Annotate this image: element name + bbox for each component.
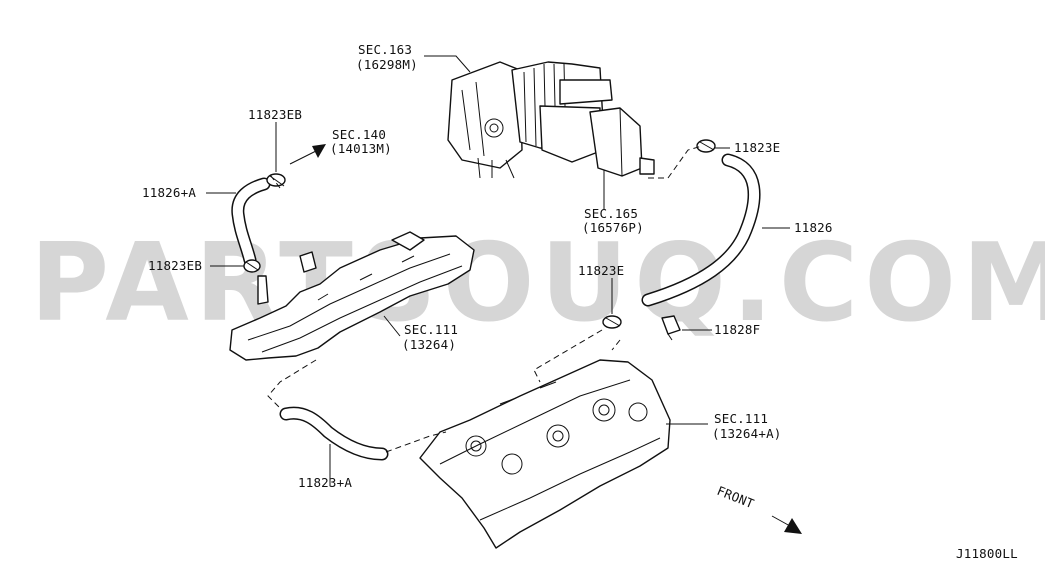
label-hose-11826-a: 11826+A bbox=[142, 185, 196, 200]
clamp-11823eb-mid[interactable] bbox=[243, 259, 261, 273]
hose-11826-a[interactable] bbox=[231, 177, 271, 267]
throttle-body-assembly[interactable] bbox=[447, 61, 655, 179]
label-sec111-left: SEC.111 bbox=[404, 322, 458, 337]
label-clamp-11828f: 11828F bbox=[714, 322, 760, 337]
hose-11826[interactable] bbox=[641, 153, 761, 307]
clamp-11823e-mid[interactable] bbox=[602, 315, 622, 329]
arrow-sec140-icon bbox=[289, 144, 326, 165]
label-sec163: SEC.163 bbox=[358, 42, 412, 57]
label-clamp-11823eb-mid: 11823EB bbox=[148, 258, 202, 273]
label-sec163-part: (16298M) bbox=[356, 57, 418, 72]
label-hose-11826: 11826 bbox=[794, 220, 833, 235]
label-sec165-part: (16576P) bbox=[582, 220, 644, 235]
label-clamp-11823e-mid: 11823E bbox=[578, 263, 624, 278]
leader-lines bbox=[206, 55, 790, 486]
front-arrow-icon bbox=[784, 518, 802, 534]
label-sec111-right: SEC.111 bbox=[714, 411, 768, 426]
clamp-11823e-right[interactable] bbox=[696, 139, 716, 153]
label-sec140: SEC.140 bbox=[332, 127, 386, 142]
label-front: FRONT bbox=[715, 483, 757, 511]
clamp-11828f[interactable] bbox=[661, 315, 681, 341]
watermark: PARTSOUQ.COM bbox=[30, 221, 1045, 346]
label-sec140-part: (14013M) bbox=[330, 141, 392, 156]
clamp-11823eb-top[interactable] bbox=[266, 173, 286, 187]
front-direction-indicator: FRONT bbox=[715, 483, 802, 534]
right-rocker-cover[interactable] bbox=[419, 359, 671, 549]
label-sec111-right-part: (13264+A) bbox=[712, 426, 782, 441]
routing-dashed-lines bbox=[267, 145, 703, 453]
label-hose-11823-a: 11823+A bbox=[298, 475, 352, 490]
label-sec165: SEC.165 bbox=[584, 206, 638, 221]
diagram-code: J11800LL bbox=[956, 546, 1018, 561]
left-rocker-cover[interactable] bbox=[229, 231, 475, 361]
label-clamp-11823eb-top: 11823EB bbox=[248, 107, 302, 122]
label-clamp-11823e-right: 11823E bbox=[734, 140, 780, 155]
pcv-fitting bbox=[257, 275, 269, 305]
hose-11823-a[interactable] bbox=[279, 406, 389, 461]
label-sec111-left-part: (13264) bbox=[402, 337, 456, 352]
